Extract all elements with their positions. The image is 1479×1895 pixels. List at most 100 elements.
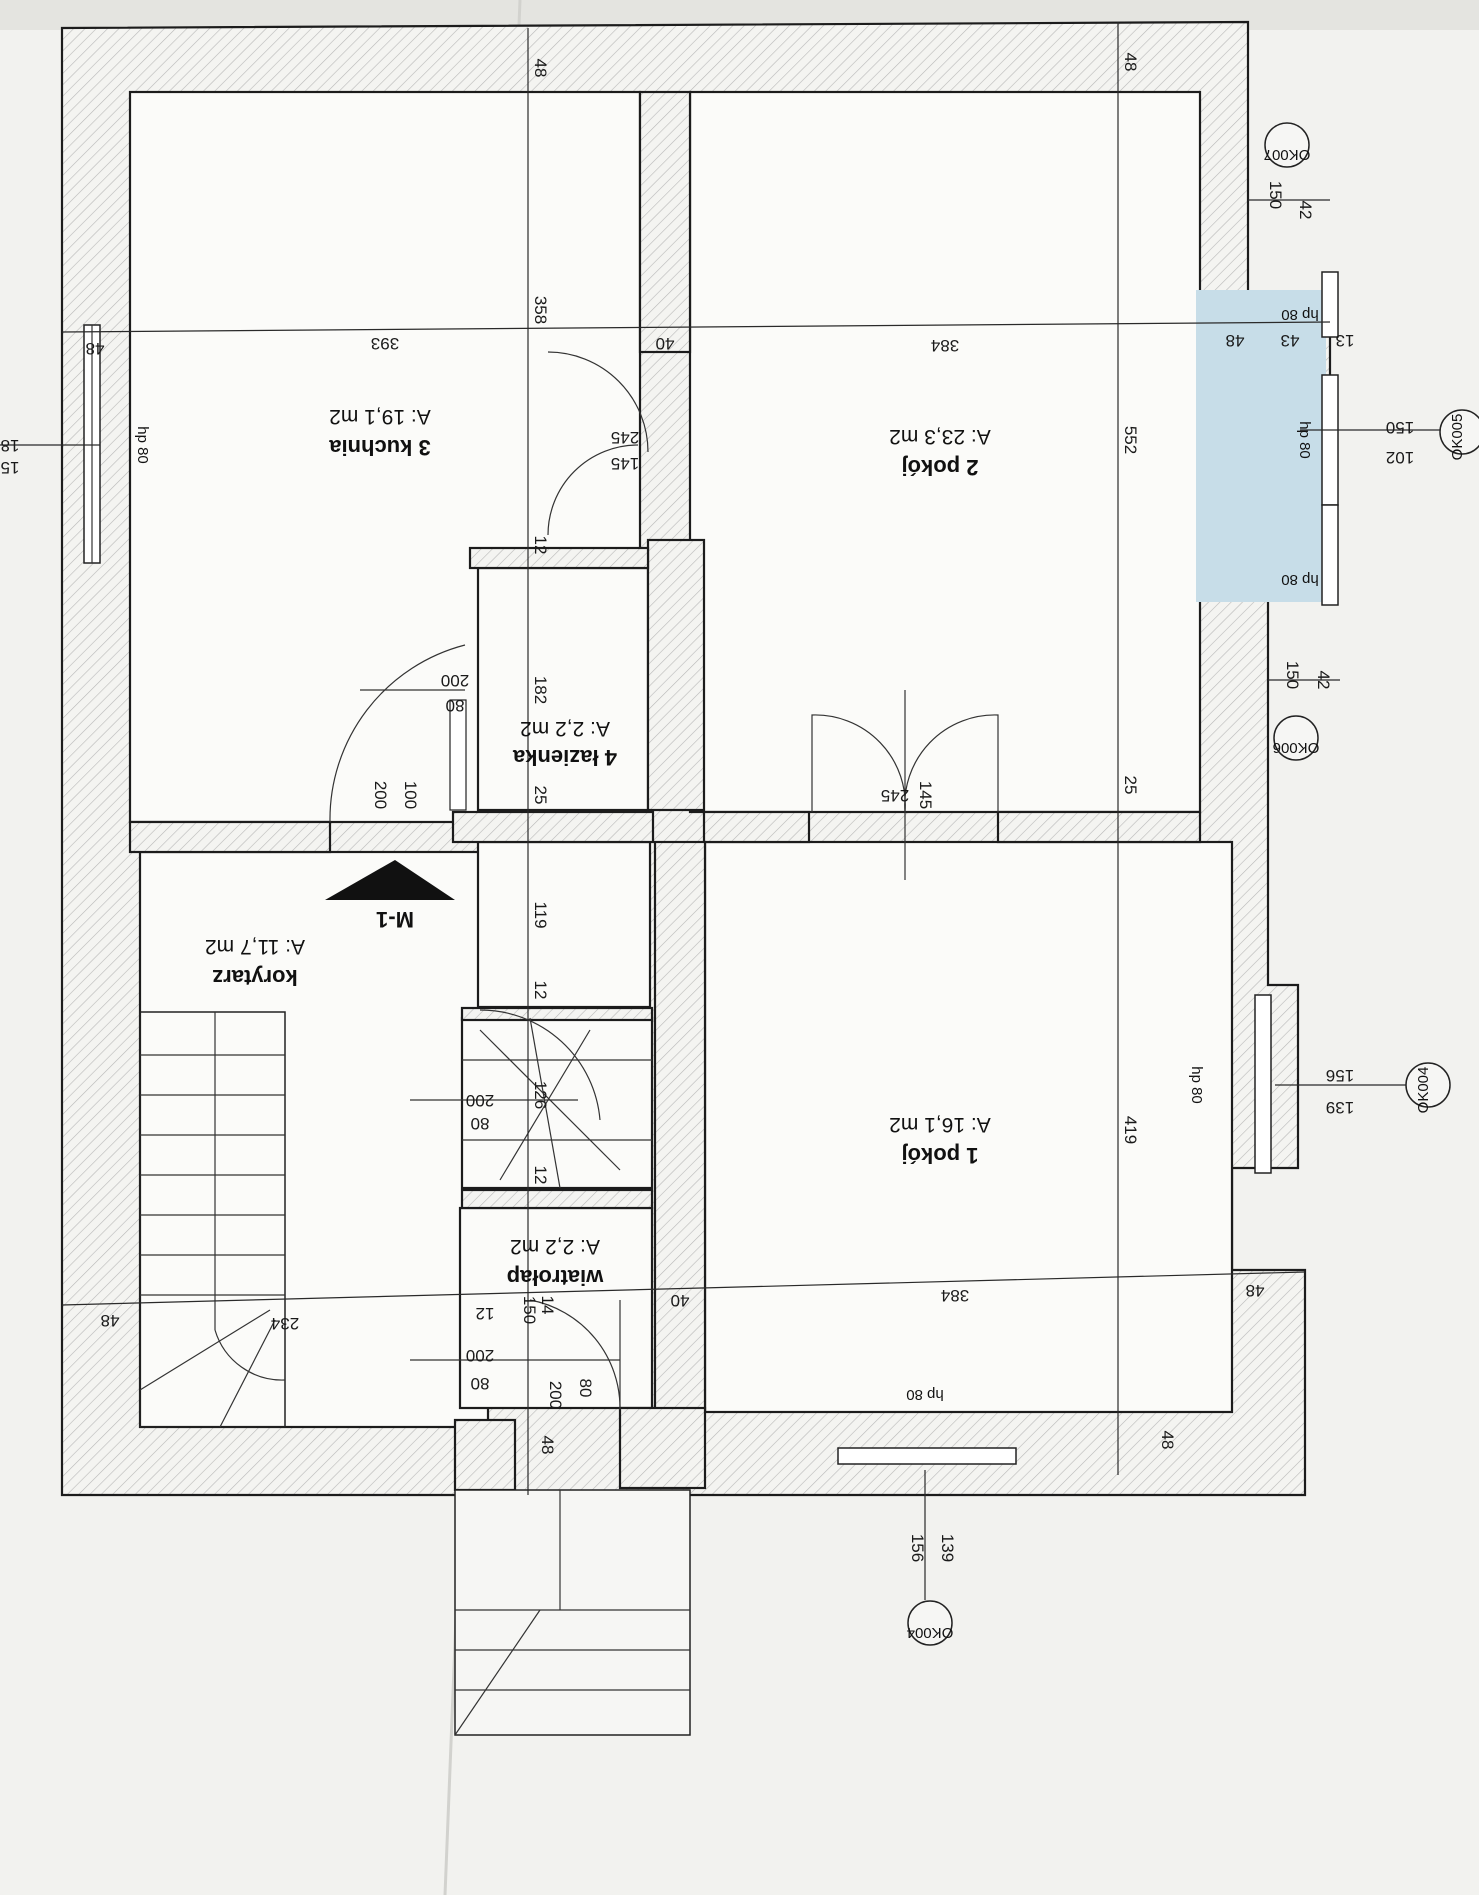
dim-ok007-150: 150 <box>1266 181 1285 209</box>
dim-384-top: 384 <box>931 336 959 355</box>
section-marker-label: M-1 <box>376 907 414 932</box>
dim-14: 14 <box>538 1296 557 1315</box>
window-room2-a <box>1321 271 1339 338</box>
room-vestibule-area: A: 2,2 m2 <box>510 1235 600 1258</box>
dim-25-mid: 25 <box>531 786 550 805</box>
dim-48-left: 48 <box>86 339 105 358</box>
dim-ok006-150: 150 <box>1283 661 1302 689</box>
dim-126: 126 <box>531 1081 550 1109</box>
sill-room2-c: hp 80 <box>1281 571 1319 588</box>
dim-40-bottom: 40 <box>671 1291 690 1310</box>
room-2-area: A: 23,3 m2 <box>889 425 991 448</box>
dim-384-bottom: 384 <box>941 1286 969 1305</box>
dim-393: 393 <box>371 334 399 353</box>
room-kitchen-area: A: 19,1 m2 <box>329 405 431 428</box>
room-bathroom-name: 4 łazienka <box>512 745 617 770</box>
dim-200-entry: 200 <box>371 781 390 809</box>
room2-alcove <box>1196 290 1326 602</box>
room-vestibule-name: wiatrołap <box>507 1265 605 1290</box>
dim-80-vest2: 80 <box>576 1379 595 1398</box>
room2-floor <box>688 90 1202 814</box>
dim-150: 150 <box>520 1296 539 1324</box>
dim-12-a: 12 <box>531 536 550 555</box>
sill-room1-bottom: hp 80 <box>906 1386 944 1403</box>
sill-room2-b: hp 80 <box>1296 421 1313 459</box>
dim-ok005-150: 150 <box>1386 418 1414 437</box>
dim-200-stairs: 200 <box>466 1091 494 1110</box>
dim-245-kitchen: 245 <box>611 428 639 447</box>
dim-25-right: 25 <box>1121 776 1140 795</box>
interior-walls <box>128 90 1202 1492</box>
dim-ok005-102: 102 <box>1386 448 1414 467</box>
dimension-lines <box>0 22 1460 1600</box>
sill-room1-side: hp 80 <box>1188 1066 1205 1104</box>
dim-182: 182 <box>531 676 550 704</box>
dim-80-bath: 80 <box>446 696 465 715</box>
room-2-name: 2 pokój <box>901 455 978 480</box>
window-tag-ok005: OK005 <box>1449 414 1466 461</box>
dim-119: 119 <box>531 901 550 928</box>
window-tag-ok004-side: OK004 <box>1415 1067 1432 1114</box>
dim-12-b: 12 <box>531 981 550 1000</box>
corridor-floor <box>138 850 490 1429</box>
sill-kitchen: hp 80 <box>134 426 151 464</box>
bathroom-floor <box>476 566 650 812</box>
rotated-text-layer: 3 kuchnia A: 19,1 m2 2 pokój A: 23,3 m2 … <box>1 53 1466 1641</box>
windows <box>83 271 1339 1465</box>
window-tags <box>907 122 1479 1646</box>
window-room1-side <box>1254 994 1272 1174</box>
dim-48-bottom: 48 <box>538 1436 557 1455</box>
window-tag-ok006: OK006 <box>1273 739 1320 756</box>
room-corridor-name: korytarz <box>212 965 298 990</box>
room-1-area: A: 16,1 m2 <box>889 1113 991 1136</box>
dim-ok004r-156: 156 <box>1326 1066 1354 1085</box>
dim-13: 13 <box>1336 331 1355 350</box>
entrance-steps <box>454 1489 691 1736</box>
dim-12-d: 12 <box>476 1304 495 1323</box>
window-tag-ok004-bottom: OK004 <box>907 1624 954 1641</box>
dim-48-right-bottom: 48 <box>1246 1281 1265 1300</box>
dim-234: 234 <box>271 1314 299 1333</box>
room-floors <box>128 90 1326 1429</box>
dim-200-bath: 200 <box>441 671 469 690</box>
window-tag-ok007: OK007 <box>1264 146 1311 163</box>
dim-ok004b-156: 156 <box>908 1534 927 1562</box>
dim-145-kitchen: 145 <box>611 454 639 473</box>
dim-145-rooms: 145 <box>916 781 935 809</box>
room-corridor-area: A: 11,7 m2 <box>205 935 305 958</box>
room-kitchen-name: 3 kuchnia <box>328 435 430 460</box>
dim-12-c: 12 <box>531 1166 550 1185</box>
section-marker-arrow <box>325 860 455 900</box>
room-bathroom-area: A: 2,2 m2 <box>520 717 610 740</box>
wc-floor <box>476 840 652 1009</box>
sill-room2-a: hp 80 <box>1281 306 1319 323</box>
dim-552: 552 <box>1121 426 1140 454</box>
dim-48-top-right: 48 <box>1121 53 1140 72</box>
dim-200-vest: 200 <box>466 1346 494 1365</box>
dim-ok006-42: 42 <box>1314 671 1333 690</box>
dim-419: 419 <box>1121 1116 1140 1144</box>
dim-43: 43 <box>1281 331 1300 350</box>
dim-80-vest: 80 <box>471 1374 490 1393</box>
doors <box>329 351 999 1411</box>
dim-edge-15: 15 <box>1 458 20 477</box>
dim-48-left-bottom: 48 <box>101 1311 120 1330</box>
room-1-name: 1 pokój <box>901 1143 978 1168</box>
window-room2-b <box>1321 374 1339 506</box>
dim-edge-18: 18 <box>1 436 20 455</box>
dim-80-stairs: 80 <box>471 1114 490 1133</box>
window-room2-c <box>1321 504 1339 606</box>
winder-stairs <box>462 1017 652 1189</box>
dim-245-rooms: 245 <box>881 786 909 805</box>
dim-ok004r-139: 139 <box>1326 1098 1354 1117</box>
dim-ok004b-139: 139 <box>938 1534 957 1562</box>
dim-358: 358 <box>531 296 550 324</box>
window-room1-bottom <box>837 1447 1017 1465</box>
stair-well <box>460 1016 654 1190</box>
dim-100: 100 <box>401 781 420 809</box>
dim-48-right-top: 48 <box>1226 331 1245 350</box>
dim-40-top: 40 <box>656 334 675 353</box>
dim-ok007-42: 42 <box>1296 201 1315 220</box>
dim-200-vest2: 200 <box>546 1381 565 1409</box>
